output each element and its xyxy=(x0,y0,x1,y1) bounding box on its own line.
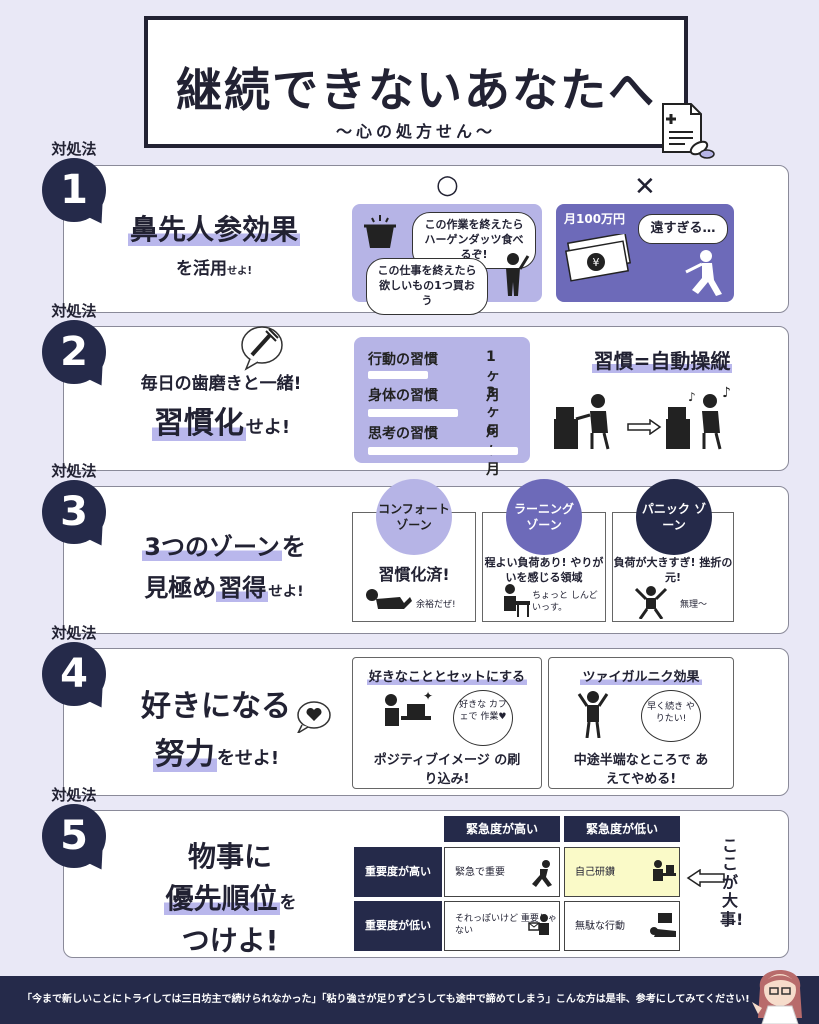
desk-worker-icon xyxy=(653,860,676,881)
svg-text:¥: ¥ xyxy=(593,256,600,269)
method-badge-3: 対処法 3 xyxy=(36,460,113,552)
zeigarnik-panel: ツァイガルニク効果 早く続き やりたい! 中途半端なところで あえてやめる! xyxy=(548,657,734,789)
svg-text:♪: ♪ xyxy=(688,390,696,404)
continue-bubble: 早く続き やりたい! xyxy=(641,690,701,742)
habit-name: 思考の習慣 xyxy=(368,426,438,442)
good-bubble-2: この仕事を終えたら 欲しいもの1つ買おう xyxy=(366,258,488,315)
arrow-right-icon xyxy=(627,419,662,435)
toothbrush-icon xyxy=(241,326,283,371)
ice-cream-cup-icon xyxy=(364,215,396,248)
method-badge-5: 対処法 5 xyxy=(36,784,113,876)
lying-person-icon xyxy=(366,589,412,609)
method-5-heading: 物事に 優先順位を つけよ! xyxy=(163,840,297,957)
running-person-icon xyxy=(532,860,552,887)
footer-banner: 「今まで新しいことにトライしては三日坊主で続けられなかった」「粘り強さが足りずど… xyxy=(0,976,819,1024)
habit-duration: 3ヶ月 xyxy=(486,385,500,440)
relaxed-working-icon: ♪ ♪ xyxy=(666,385,731,450)
zone-learning-desc: 程よい負荷あり! やりがいを感じる領域 xyxy=(484,556,604,585)
arrow-left-icon xyxy=(686,869,725,887)
zone-learning-note: ちょっと しんどいっす。 xyxy=(532,591,598,613)
exhausted-person-icon xyxy=(685,250,722,296)
method-badge-2: 対処法 2 xyxy=(36,300,113,392)
zone-learning-label: ラーニング ゾーン xyxy=(506,479,582,555)
cheering-person-icon xyxy=(506,253,530,296)
laptop-person-icon: ✦ xyxy=(385,690,433,726)
salary-label: 月100万円 xyxy=(564,212,626,226)
mail-person-icon xyxy=(528,914,549,935)
importance-high-header: 重要度が高い xyxy=(354,847,442,897)
raised-arms-person-icon xyxy=(577,691,609,738)
page-subtitle: 〜心の処方せん〜 xyxy=(335,122,496,141)
matrix-cell-wasteful: 無駄な行動 xyxy=(564,901,680,951)
prescription-icon xyxy=(662,103,715,159)
method-badge-4: 対処法 4 xyxy=(36,622,113,714)
method-card-2: 毎日の歯磨きと一緒! 習慣化せよ! 行動の習慣 1ヶ月 身体の習慣 3ヶ月 思考の習… xyxy=(63,326,789,478)
habit-name: 行動の習慣 xyxy=(368,352,438,368)
page-title: 継続できないあなたへ xyxy=(176,63,656,117)
urgency-low-header: 緊急度が低い xyxy=(564,816,680,842)
good-example-box: この作業を終えたら ハーゲンダッツ食べるぞ! この仕事を終えたら 欲しいもの1つ… xyxy=(352,204,542,315)
zone-panic-desc: 負荷が大きすぎ! 挫折の元! xyxy=(613,556,733,585)
method-card-4: 好きになる 努力をせよ! 好きなこととセットにする ✦ 好きな カフェで 作業♥… xyxy=(63,648,789,796)
method-2-heading: 毎日の歯磨きと一緒! 習慣化せよ! xyxy=(140,374,302,441)
studying-person-icon xyxy=(504,584,530,617)
method-3-heading: 3つのゾーンを 見極め習得せよ! xyxy=(142,533,306,602)
urgency-high-header: 緊急度が高い xyxy=(444,816,560,842)
favorite-pairing-panel: 好きなこととセットにする ✦ 好きな カフェで 作業♥ ポジティブイメージ の刷… xyxy=(352,657,542,789)
zone-comfort-label: コンフォート ゾーン xyxy=(376,479,452,555)
panel-title: ツァイガルニク効果 xyxy=(580,670,702,685)
svg-text:♪: ♪ xyxy=(722,385,731,401)
heart-bubble-icon xyxy=(297,701,331,733)
bad-bubble: 遠すぎる… xyxy=(638,214,728,244)
good-mark: ○ xyxy=(436,170,459,200)
autopilot-title: 習慣=自動操縦 xyxy=(591,349,733,373)
method-card-1: 鼻先人参効果 を活用せよ! ○ ✕ この作業を終えたら ハーゲンダッツ食べるぞ!… xyxy=(63,165,789,315)
bad-mark: ✕ xyxy=(634,172,656,202)
habit-duration: 1ヶ月 xyxy=(486,349,500,404)
method-1-heading: 鼻先人参効果 を活用せよ! xyxy=(127,213,300,279)
habit-name: 身体の習慣 xyxy=(368,388,438,404)
method-card-5: 物事に 優先順位を つけよ! 緊急度が高い 緊急度が低い 重要度が高い 重要度が… xyxy=(63,810,789,958)
positive-image-caption: ポジティブイメージ の刷り込み! xyxy=(373,753,521,787)
working-at-desk-icon xyxy=(554,394,610,450)
method-badge-1: 対処法 1 xyxy=(36,138,113,230)
lazing-person-icon xyxy=(650,913,676,937)
important-callout: ここが大事! xyxy=(720,836,744,929)
importance-low-header: 重要度が低い xyxy=(354,901,442,951)
woman-avatar xyxy=(752,970,802,1024)
cafe-bubble: 好きな カフェで 作業♥ xyxy=(453,690,513,746)
zone-panic-note: 無理〜 xyxy=(680,600,708,610)
bad-example-box: 月100万円 遠すぎる… ¥ xyxy=(556,204,734,302)
panel-title: 好きなこととセットにする xyxy=(366,670,528,685)
method-4-heading: 好きになる 努力をせよ! xyxy=(141,689,291,772)
footer-text: 「今まで新しいことにトライしては三日坊主で続けられなかった」「粘り強さが足りずど… xyxy=(22,994,750,1005)
svg-text:✦: ✦ xyxy=(423,690,433,703)
zone-comfort-desc: 習慣化済! xyxy=(378,565,450,584)
panicking-person-icon xyxy=(634,586,668,619)
method-card-3: 3つのゾーンを 見極め習得せよ! コンフォート ゾーン ラーニング ゾーン パニ… xyxy=(63,479,789,634)
stop-halfway-caption: 中途半端なところで あえてやめる! xyxy=(573,753,709,787)
title-box: 継続できないあなたへ 〜心の処方せん〜 xyxy=(144,16,688,148)
zone-panic-label: パニック ゾーン xyxy=(636,479,712,555)
money-icon: ¥ xyxy=(564,234,632,282)
zone-comfort-note: 余裕だぜ! xyxy=(416,600,456,610)
